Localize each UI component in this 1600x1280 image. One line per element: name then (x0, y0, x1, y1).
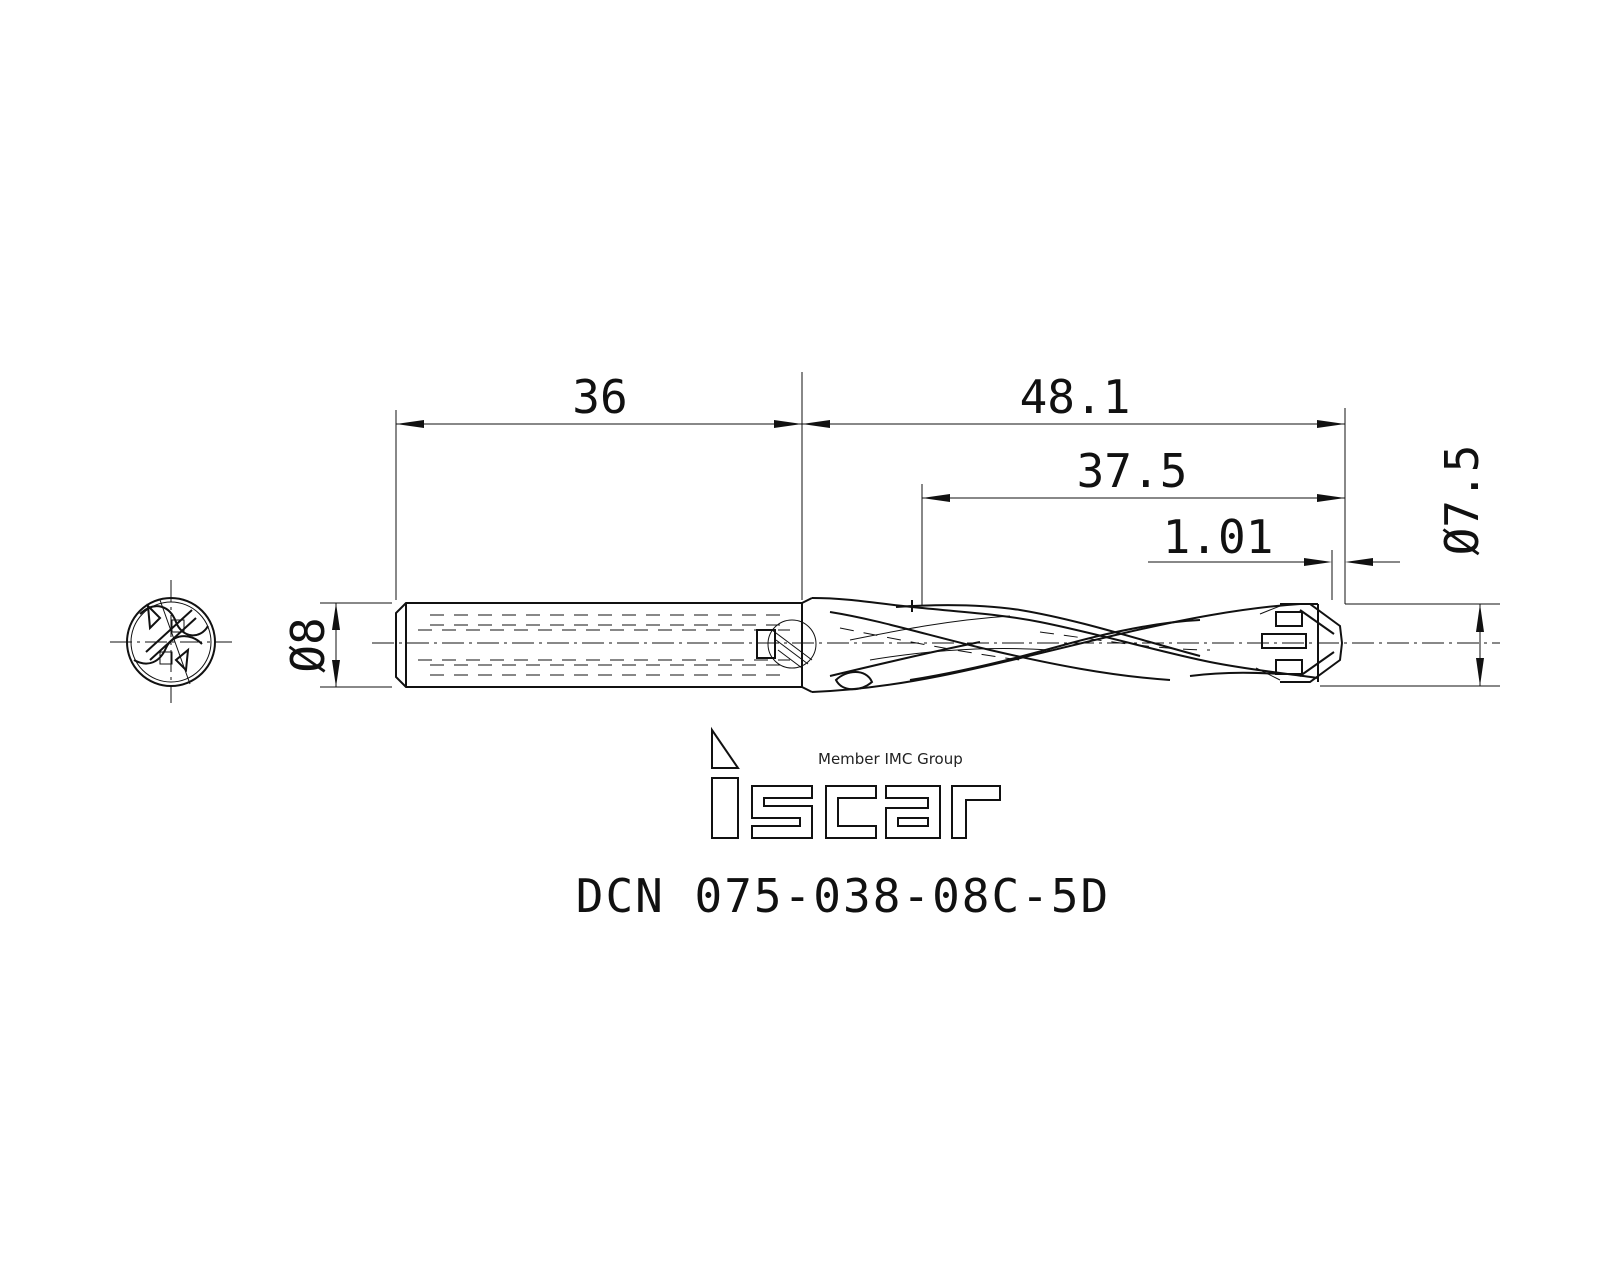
iscar-logo: Member IMC Group (711, 726, 1001, 839)
dim-flute-length: 37.5 (921, 444, 1345, 606)
dim-tip-length: 1.01 (1148, 510, 1400, 600)
part-code: DCN 075-038-08C-5D (576, 869, 1111, 923)
drill-flutes (811, 597, 1319, 693)
logo-tagline: Member IMC Group (818, 750, 963, 768)
dim-tip-length-text: 1.01 (1163, 510, 1274, 564)
drill-tip (1255, 603, 1344, 683)
dim-overall-flute-length-text: 48.1 (1020, 370, 1131, 424)
dim-drill-diameter-text: Ø7.5 (1435, 445, 1489, 556)
end-view (110, 580, 232, 703)
dim-flute-length-text: 37.5 (1077, 444, 1188, 498)
dim-shank-diameter: Ø8 (281, 602, 392, 688)
drill-shank (395, 597, 817, 693)
dim-shank-length: 36 (395, 370, 803, 600)
dim-overall-flute-length: 48.1 (802, 370, 1346, 604)
dim-drill-diameter: Ø7.5 (1320, 445, 1500, 687)
dim-shank-length-text: 36 (572, 370, 627, 424)
dim-shank-diameter-text: Ø8 (281, 617, 335, 672)
